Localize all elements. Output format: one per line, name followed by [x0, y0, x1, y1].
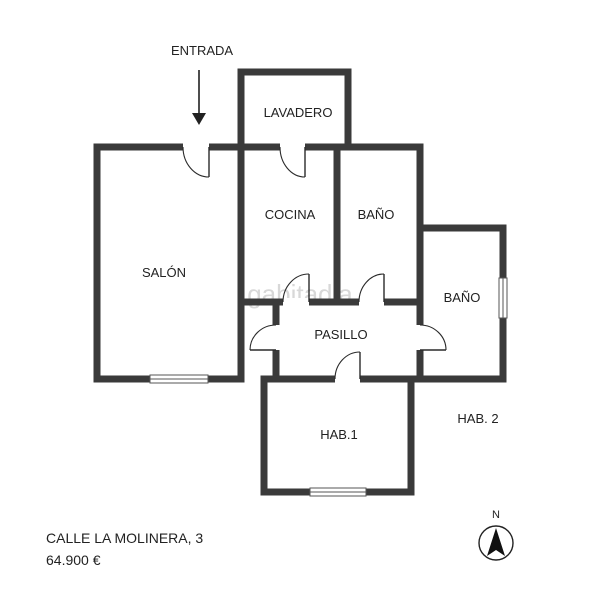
property-price: 64.900 €	[46, 552, 101, 568]
entrance-label: ENTRADA	[171, 43, 233, 58]
room-label-cocina: COCINA	[265, 207, 316, 222]
entrance-arrow-icon	[192, 70, 206, 125]
compass-north-label: N	[492, 509, 500, 521]
windows	[149, 277, 508, 497]
room-label-bano-1: BAÑO	[358, 207, 395, 222]
property-address: CALLE LA MOLINERA, 3	[46, 530, 204, 546]
room-label-bano-2: BAÑO	[444, 290, 481, 305]
compass-circle	[478, 525, 514, 561]
room-label-salon: SALÓN	[142, 265, 186, 280]
room-label-pasillo: PASILLO	[314, 327, 367, 342]
wall-salon	[93, 143, 245, 383]
compass: N	[478, 509, 514, 561]
room-label-hab1: HAB.1	[320, 427, 358, 442]
doors	[182, 143, 447, 383]
room-label-hab2: HAB. 2	[457, 411, 498, 426]
room-label-lavadero: LAVADERO	[264, 105, 333, 120]
north-arrow-icon	[487, 528, 505, 556]
